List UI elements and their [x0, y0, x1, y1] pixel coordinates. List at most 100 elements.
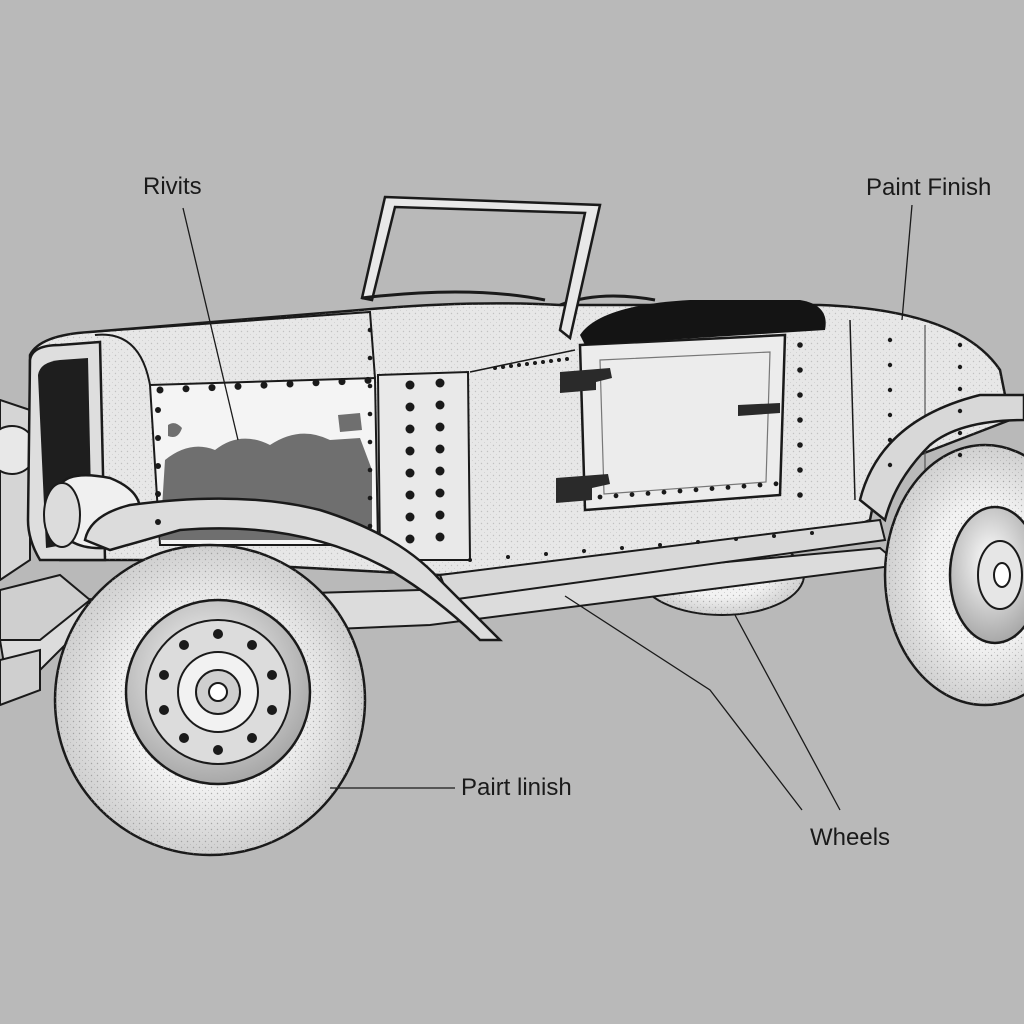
rivet: [435, 444, 445, 454]
rivet: [493, 366, 497, 370]
label-wheels: Wheels: [810, 824, 891, 851]
rivet: [367, 495, 373, 501]
rivet: [797, 392, 803, 398]
rivet: [887, 337, 893, 343]
rear-wheel: [883, 443, 1024, 707]
rivet: [957, 408, 963, 414]
rivet: [435, 488, 445, 498]
rivet: [367, 327, 373, 333]
rivet: [208, 384, 216, 392]
label-rivets: Rivits: [143, 173, 202, 200]
rivet: [155, 463, 161, 469]
rivet: [797, 492, 803, 498]
rivet: [677, 488, 683, 494]
rivet: [405, 534, 415, 544]
rivet: [286, 380, 294, 388]
rivet: [797, 417, 803, 423]
rivet: [549, 359, 553, 363]
rivet: [557, 358, 561, 362]
front-fender: [83, 497, 504, 642]
rivet: [582, 549, 586, 553]
rivet: [405, 380, 415, 390]
rivet: [797, 442, 803, 448]
rivet: [260, 381, 268, 389]
rivet: [725, 485, 731, 490]
rivet: [312, 379, 320, 387]
rivet: [405, 490, 415, 500]
rivet: [957, 430, 963, 436]
rivet: [155, 407, 161, 413]
rivet: [797, 367, 803, 373]
rivet: [661, 489, 667, 495]
rivet: [810, 531, 814, 535]
rivet: [364, 376, 372, 384]
rivet: [565, 357, 569, 361]
rivet: [367, 411, 373, 417]
rivet: [182, 385, 190, 393]
leader-lines: [182, 204, 913, 811]
rivet: [693, 487, 699, 493]
rivet: [797, 342, 803, 348]
rivet: [435, 510, 445, 520]
rivet: [709, 486, 715, 491]
rivet: [887, 362, 893, 368]
rivet: [797, 467, 803, 473]
rivets: [155, 327, 963, 562]
rear-fender: [858, 393, 1024, 523]
label-paint-finish-bottom: Pairt linish: [461, 774, 572, 801]
rivet: [367, 523, 373, 529]
rivet: [613, 493, 619, 499]
rivet: [405, 446, 415, 456]
front-wheel: [53, 543, 367, 857]
rivet: [773, 481, 779, 487]
rivet: [887, 462, 893, 468]
rivet: [506, 555, 510, 559]
rivet: [367, 355, 373, 361]
rivet: [435, 422, 445, 432]
label-paint-finish-top: Paint Finish: [866, 174, 992, 201]
rivet: [757, 482, 763, 488]
rivet: [620, 546, 624, 550]
rivet: [517, 363, 521, 367]
rivet: [533, 361, 537, 365]
rivet: [887, 437, 893, 443]
rivet: [367, 439, 373, 445]
rivet: [435, 532, 445, 542]
rivet: [501, 365, 505, 369]
rivet: [155, 435, 161, 441]
rivet: [405, 424, 415, 434]
rivet: [772, 534, 776, 538]
rivet: [645, 491, 651, 496]
rivet: [525, 362, 529, 366]
rivet: [338, 378, 346, 386]
rivet: [367, 383, 373, 389]
rivet: [234, 382, 242, 390]
rivet: [155, 519, 161, 525]
rivet: [405, 512, 415, 522]
rivet: [509, 364, 513, 368]
rivet: [734, 537, 738, 541]
rivet: [435, 466, 445, 476]
rivet: [629, 492, 635, 497]
rivet: [367, 467, 373, 473]
rivet: [957, 452, 963, 458]
rivet: [957, 386, 963, 392]
windshield-frame: [360, 195, 602, 341]
rivet: [468, 558, 472, 562]
rivet: [544, 552, 548, 556]
rivet: [741, 483, 747, 489]
rivet: [887, 412, 893, 418]
rivet: [435, 400, 445, 410]
rivet: [541, 360, 545, 364]
rivet: [957, 342, 963, 348]
rivet: [155, 491, 161, 497]
rivet: [156, 386, 164, 394]
rivet: [405, 468, 415, 478]
rivet: [658, 543, 662, 547]
rivet: [597, 494, 603, 500]
rivet: [435, 378, 445, 388]
rivet: [957, 364, 963, 370]
rivet: [887, 387, 893, 393]
